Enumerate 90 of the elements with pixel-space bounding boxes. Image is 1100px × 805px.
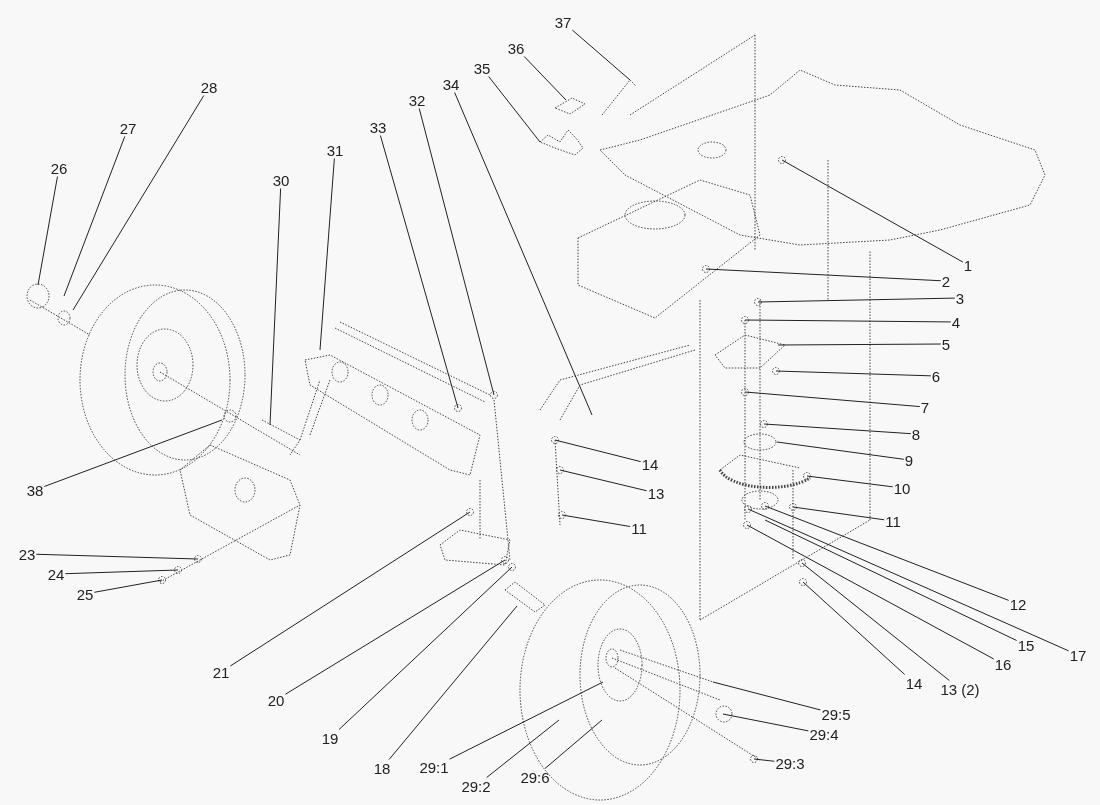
leader-line: [561, 514, 631, 527]
leader-line: [269, 188, 282, 426]
leader-line: [93, 579, 163, 593]
callout-number: 13: [646, 484, 666, 502]
leader-line: [418, 108, 495, 396]
callout-number: 29:2: [460, 777, 492, 795]
leader-line: [764, 519, 1018, 642]
callout-number: 23: [17, 545, 37, 563]
leader-line: [705, 268, 942, 282]
callout-number: 29:1: [418, 758, 450, 776]
callout-number: 36: [506, 39, 526, 57]
leader-line: [379, 135, 459, 409]
leader-line: [722, 713, 809, 732]
leader-line: [764, 505, 1010, 601]
callout-number: 34: [441, 75, 461, 93]
leader-line: [488, 76, 541, 143]
callout-number: 38: [25, 481, 45, 499]
callout-number: 25: [75, 585, 95, 603]
callout-number: 3: [954, 289, 966, 307]
callout-number: 30: [271, 171, 291, 189]
leader-line: [801, 562, 950, 681]
callout-number: 18: [372, 759, 392, 777]
leader-line: [775, 370, 932, 377]
callout-number: 4: [950, 313, 962, 331]
leader-line: [523, 56, 567, 101]
leader-line: [37, 176, 58, 286]
leader-line: [757, 297, 956, 303]
leader-line: [319, 158, 335, 351]
callout-number: 5: [940, 335, 952, 353]
callout-number: 12: [1008, 595, 1028, 613]
callout-number: 9: [903, 451, 915, 469]
callout-number: 6: [930, 367, 942, 385]
callout-number: 1: [962, 256, 974, 274]
callout-number: 2: [940, 272, 952, 290]
leader-line: [284, 559, 506, 695]
leader-line: [338, 566, 513, 730]
callout-number: 28: [199, 78, 219, 96]
leader-line: [486, 719, 560, 778]
leader-line: [777, 343, 942, 346]
leader-line: [747, 508, 1070, 652]
callout-number: 29:4: [808, 725, 840, 743]
callout-number: 14: [904, 674, 924, 692]
callout-number: 10: [892, 479, 912, 497]
callout-number: 26: [49, 159, 69, 177]
callout-number: 24: [46, 565, 66, 583]
leader-line: [229, 511, 471, 667]
leader-line: [454, 92, 593, 416]
leader-line: [63, 136, 126, 297]
leader-line: [559, 469, 648, 492]
callout-number: 17: [1068, 646, 1088, 664]
leader-line: [744, 319, 952, 323]
leader-line: [753, 758, 775, 762]
callout-number: 33: [368, 118, 388, 136]
callout-number: 20: [266, 691, 286, 709]
callout-number: 35: [472, 59, 492, 77]
callout-number: 15: [1016, 636, 1036, 654]
leader-line: [72, 95, 205, 311]
leader-line: [554, 439, 642, 463]
leader-line: [64, 569, 179, 575]
callout-number: 11: [630, 519, 648, 537]
leader-line: [744, 391, 921, 408]
callout-number: 27: [118, 119, 138, 137]
callout-number: 31: [325, 141, 345, 159]
leader-line: [792, 506, 885, 521]
leader-line: [781, 159, 964, 263]
callout-number: 21: [211, 663, 231, 681]
leader-line: [544, 719, 603, 769]
leader-line: [449, 681, 604, 760]
callout-number: 19: [320, 729, 340, 747]
leader-line: [802, 581, 906, 675]
callout-number: 29:5: [820, 705, 852, 723]
leader-line: [35, 553, 199, 560]
leader-line: [763, 423, 912, 435]
leader-line: [806, 475, 894, 488]
callout-number: 29:6: [519, 768, 551, 786]
callout-number: 37: [553, 13, 573, 31]
callout-number: 14: [640, 455, 660, 473]
leader-line: [776, 441, 905, 460]
callout-number: 7: [919, 398, 931, 416]
callout-number: 8: [910, 425, 922, 443]
leader-line: [43, 419, 223, 487]
leader-line: [388, 605, 518, 760]
callout-number: 29:3: [774, 754, 806, 772]
callout-number: 32: [407, 91, 427, 109]
leader-line: [746, 524, 995, 660]
callout-number: 11: [884, 512, 902, 530]
callout-number: 16: [993, 655, 1013, 673]
leader-line: [571, 29, 631, 81]
leader-line: [712, 681, 821, 711]
callout-number: 13 (2): [939, 680, 981, 698]
